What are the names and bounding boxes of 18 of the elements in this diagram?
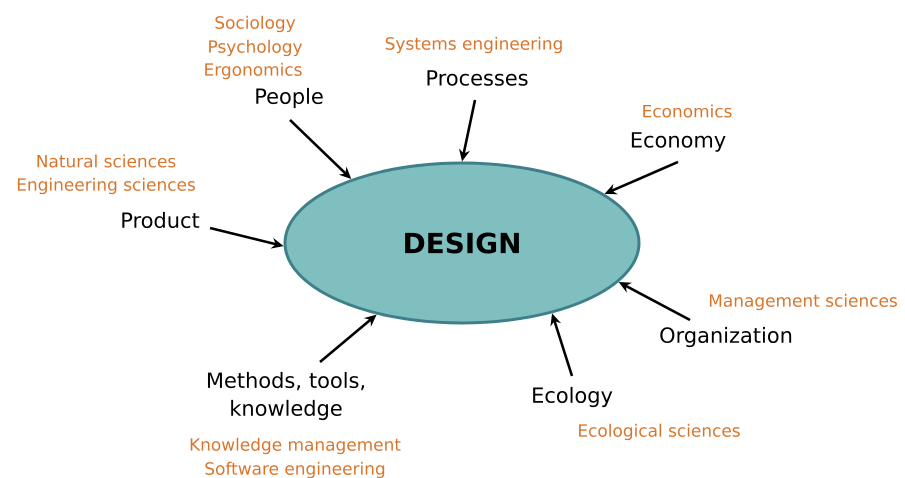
discipline-label: Economics bbox=[643, 104, 732, 118]
discipline-label: Software engineering bbox=[205, 462, 384, 478]
discipline-label: Engineering sciences bbox=[18, 178, 195, 194]
discipline-label: Ecological sciences bbox=[579, 424, 740, 440]
topic-label: Product bbox=[122, 212, 200, 228]
discipline-label: Systems engineering bbox=[386, 36, 562, 54]
discipline-label: Knowledge management bbox=[190, 438, 401, 454]
topic-label: Processes bbox=[427, 70, 528, 86]
topic-label: People bbox=[256, 88, 323, 108]
discipline-label: Ergonomics bbox=[205, 62, 302, 80]
topic-label: Organization bbox=[660, 326, 792, 348]
topic-label: Economy bbox=[632, 132, 726, 152]
discipline-label: Sociology bbox=[215, 16, 296, 32]
topic-label: Ecology bbox=[533, 386, 612, 408]
discipline-label: Natural sciences bbox=[37, 154, 176, 168]
topic-label: Methods, tools, knowledge bbox=[208, 372, 364, 420]
discipline-label: Management sciences bbox=[710, 294, 897, 310]
discipline-label: Psychology bbox=[209, 40, 302, 56]
